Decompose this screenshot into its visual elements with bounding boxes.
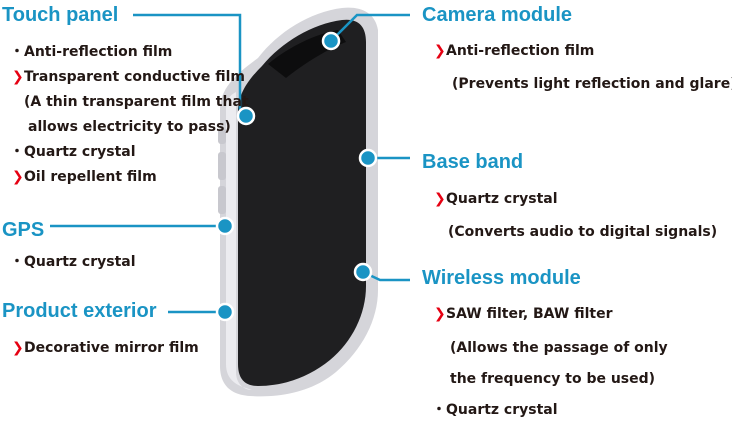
phone-screen (238, 19, 366, 387)
base-band-item: ❯Quartz crystal (434, 191, 558, 207)
product-exterior-item: ❯Decorative mirror film (12, 340, 199, 356)
gps-item: ・Quartz crystal (10, 254, 136, 270)
base-band-heading: Base band (422, 151, 524, 173)
product-exterior-heading: Product exterior (2, 300, 157, 322)
camera-module-item: ❯Anti-reflection film (434, 43, 595, 59)
marker-dot-base-band (358, 148, 378, 168)
marker-dot-touch-panel (236, 106, 256, 126)
bullet-marker: ・ (10, 44, 24, 60)
wireless-module-item: ❯SAW filter, BAW filter (434, 306, 613, 322)
bullet-marker: ・ (10, 144, 24, 160)
touch-panel-item: ・Anti-reflection film (10, 44, 173, 60)
marker-dot-camera-module (321, 31, 341, 51)
marker-dot-wireless-module (353, 262, 373, 282)
chevron-right-icon: ❯ (12, 69, 24, 85)
marker-dot-gps (215, 216, 235, 236)
touch-panel-item: ❯Oil repellent film (12, 169, 157, 185)
side-button-1 (218, 128, 226, 144)
chevron-right-icon: ❯ (12, 169, 24, 185)
gps-heading: GPS (2, 219, 45, 241)
touch-panel-item: ・Quartz crystal (10, 144, 136, 160)
bullet-marker: ・ (10, 254, 24, 270)
touch-panel-item: allows electricity to pass) (28, 119, 231, 135)
touch-panel-item: ❯Transparent conductive film (12, 69, 245, 85)
chevron-right-icon: ❯ (12, 340, 24, 356)
side-button-2 (218, 152, 226, 180)
touch-panel-heading: Touch panel (2, 4, 119, 26)
wireless-module-heading: Wireless module (422, 267, 581, 289)
chevron-right-icon: ❯ (434, 43, 446, 59)
camera-module-heading: Camera module (422, 4, 573, 26)
camera-module-item: (Prevents light reflection and glare) (452, 76, 732, 92)
base-band-item: (Converts audio to digital signals) (448, 224, 718, 240)
chevron-right-icon: ❯ (434, 306, 446, 322)
chevron-right-icon: ❯ (434, 191, 446, 207)
bullet-marker: ・ (432, 402, 446, 418)
side-button-3 (218, 186, 226, 214)
wireless-module-item: (Allows the passage of only (450, 340, 668, 356)
marker-dot-product-exterior (215, 302, 235, 322)
touch-panel-item: (A thin transparent film that (24, 94, 249, 110)
wireless-module-item: the frequency to be used) (450, 371, 656, 387)
leader-line-camera-module (330, 13, 410, 42)
wireless-module-item: ・Quartz crystal (432, 402, 558, 418)
